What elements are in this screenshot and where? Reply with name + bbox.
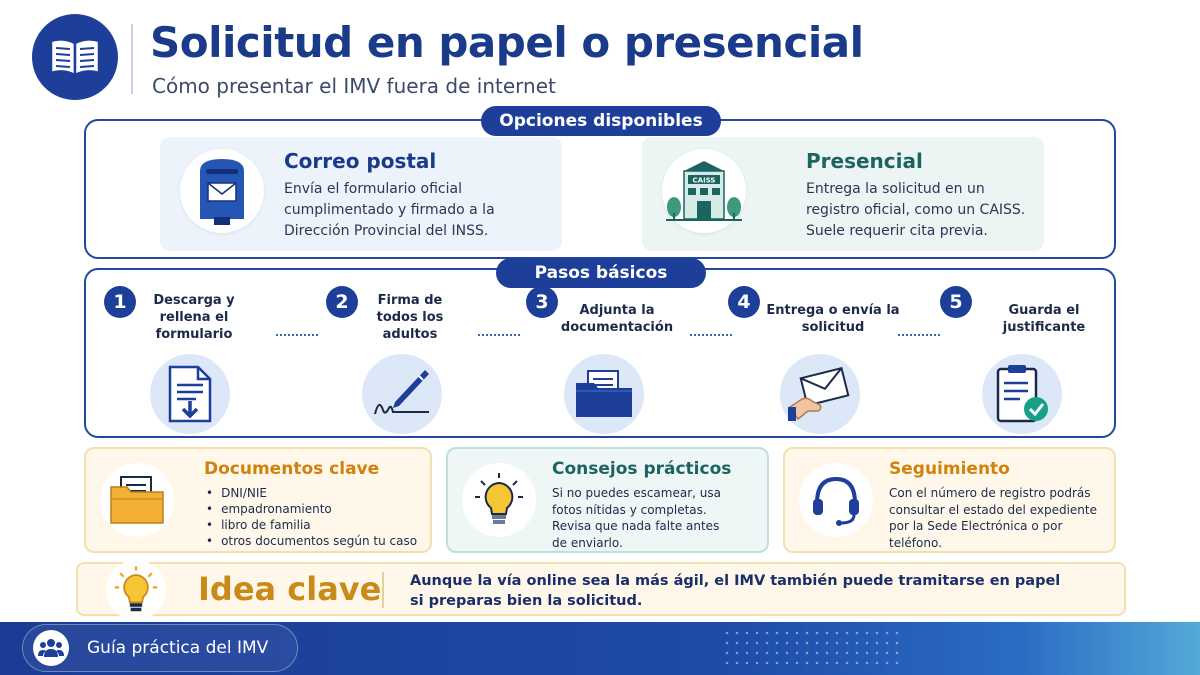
key-idea-line-1: Aunque la vía online sea la más ágil, el…: [410, 573, 1061, 589]
steps-section-label: Pasos básicos: [496, 258, 706, 288]
mailbox-icon: [200, 159, 244, 225]
tracking-text: Con el número de registro podrás consult…: [889, 486, 1097, 550]
tips-title: Consejos prácticos: [552, 459, 732, 479]
step-4-number: 4: [728, 286, 760, 318]
key-idea-icon-wrap: [106, 560, 166, 620]
step-connector-2: [478, 334, 520, 336]
step-4-label: Entrega o envía la solicitud: [766, 303, 900, 335]
step-4-icon-wrap: [780, 354, 860, 434]
step-4: 4 Entrega o envía la solicitud: [728, 286, 900, 434]
key-idea-banner: Idea clave Aunque la vía online sea la m…: [76, 560, 1126, 620]
headset-icon-wrap: [799, 463, 873, 537]
header-divider: [131, 24, 133, 94]
clipboard-check-icon: [996, 365, 1048, 423]
hand-envelope-icon: [788, 367, 850, 421]
option-presencial-card: CAISS Presencial Entrega la solicitud en…: [642, 137, 1044, 251]
tracking-card: Seguimiento Con el número de registro po…: [783, 447, 1116, 553]
options-panel: Correo postal Envía el formulario oficia…: [84, 119, 1116, 259]
step-3-icon-wrap: [564, 354, 644, 434]
step-connector-3: [690, 334, 732, 336]
list-item: empadronamiento: [206, 501, 417, 517]
document-download-icon: [168, 365, 212, 423]
page-title: Solicitud en papel o presencial: [150, 18, 864, 67]
building-icon-wrap: CAISS: [662, 149, 746, 233]
step-5-icon-wrap: [982, 354, 1062, 434]
option-postal-card: Correo postal Envía el formulario oficia…: [160, 137, 562, 251]
option-postal-text: Envía el formulario oficial cumplimentad…: [284, 181, 495, 239]
headset-icon: [813, 476, 859, 526]
lightbulb-icon: [114, 566, 158, 612]
documents-title: Documentos clave: [204, 459, 380, 479]
people-group-icon: [38, 639, 64, 657]
open-book-icon: [49, 38, 101, 78]
tips-card: Consejos prácticos Si no puedes escamear…: [446, 447, 769, 553]
list-item: libro de familia: [206, 517, 417, 533]
footer-icon-wrap: [33, 630, 69, 666]
option-postal-title: Correo postal: [284, 149, 437, 173]
tracking-title: Seguimiento: [889, 459, 1010, 479]
mailbox-icon-wrap: [180, 149, 264, 233]
pen-signature-icon: [374, 370, 429, 415]
step-3-number: 3: [526, 286, 558, 318]
folder-icon-wrap: [100, 463, 174, 537]
folder-documents-icon: [576, 370, 632, 417]
list-item: otros documentos según tu caso: [206, 533, 417, 549]
office-building-icon: CAISS: [666, 161, 742, 221]
folder-icon: [110, 476, 164, 524]
step-connector-1: [276, 334, 318, 336]
step-2: 2 Firma de todos los adultos: [326, 286, 482, 434]
step-2-icon-wrap: [362, 354, 442, 434]
step-5: 5 Guarda el justificante: [940, 286, 1104, 434]
footer-guide-pill: Guía práctica del IMV: [22, 624, 298, 672]
documents-list: DNI/NIE empadronamiento libro de familia…: [206, 485, 417, 549]
step-1-number: 1: [104, 286, 136, 318]
lightbulb-icon-wrap: [462, 463, 536, 537]
options-section-label: Opciones disponibles: [481, 106, 721, 136]
building-sign-text: CAISS: [693, 177, 716, 185]
footer-label: Guía práctica del IMV: [87, 638, 269, 658]
step-connector-4: [898, 334, 940, 336]
key-idea-title: Idea clave: [198, 570, 382, 608]
step-2-label: Firma de todos los adultos: [376, 293, 444, 342]
step-3: 3 Adjunta la documentación: [526, 286, 682, 434]
step-1: 1 Descarga y rellena el formulario: [104, 286, 262, 434]
key-idea-line-2: si preparas bien la solicitud.: [410, 593, 643, 609]
step-2-number: 2: [326, 286, 358, 318]
option-presencial-title: Presencial: [806, 149, 923, 173]
footer-bar: Guía práctica del IMV: [0, 622, 1200, 675]
tips-text: Si no puedes escamear, usa fotos nítidas…: [552, 486, 721, 550]
key-idea-divider: [382, 572, 384, 608]
step-5-label: Guarda el justificante: [1002, 303, 1086, 335]
step-3-label: Adjunta la documentación: [560, 303, 674, 335]
option-presencial-text: Entrega la solicitud en un registro ofic…: [806, 181, 1026, 239]
header-logo: [32, 14, 118, 100]
step-5-number: 5: [940, 286, 972, 318]
list-item: DNI/NIE: [206, 485, 417, 501]
lightbulb-icon: [475, 473, 523, 524]
key-idea-text: Aunque la vía online sea la más ágil, el…: [410, 571, 1060, 611]
step-1-label: Descarga y rellena el formulario: [153, 293, 235, 342]
step-1-icon-wrap: [150, 354, 230, 434]
documents-card: Documentos clave DNI/NIE empadronamiento…: [84, 447, 432, 553]
page-subtitle: Cómo presentar el IMV fuera de internet: [152, 74, 556, 98]
footer-dot-pattern: [722, 628, 902, 668]
